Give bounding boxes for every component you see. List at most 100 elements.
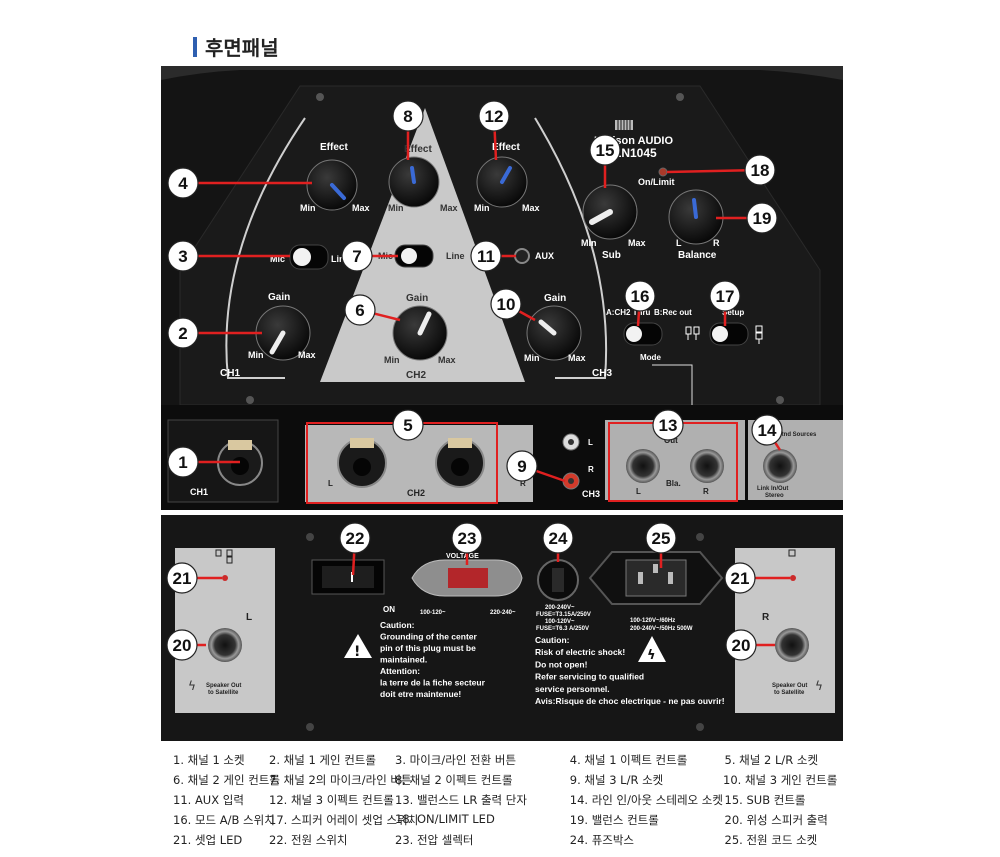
- legend-item: 10. 채널 3 게인 컨트롤: [723, 772, 837, 788]
- legend-item: 23. 전압 셀렉터: [395, 832, 474, 848]
- ch3-rca-jack-r[interactable]: [563, 473, 579, 489]
- callout-number: 23: [458, 529, 477, 548]
- ch3-gain-min: Min: [524, 353, 540, 363]
- rca-l-label: L: [588, 438, 593, 447]
- left-channel-label: L: [246, 612, 252, 623]
- screw: [316, 93, 324, 101]
- ch3-effect-max: Max: [522, 203, 540, 213]
- ch2-line-label: Line: [446, 251, 465, 261]
- caution-line: Caution:: [380, 620, 415, 630]
- legend-item: 5. 채널 2 L/R 소켓: [725, 752, 819, 768]
- ch2-combo-jack-r[interactable]: [436, 438, 484, 487]
- svg-text:!: !: [354, 644, 360, 660]
- fuse-box[interactable]: [538, 560, 578, 600]
- callout-number: 10: [497, 295, 516, 314]
- screw: [246, 396, 254, 404]
- caution-line: pin of this plug must be: [380, 643, 476, 653]
- callout-number: 14: [758, 421, 777, 440]
- brand-logo-icon: [615, 120, 633, 130]
- left-lightning-icon: ϟ: [188, 679, 196, 693]
- balance-r: R: [713, 238, 720, 248]
- legend-item: 21. 셋업 LED: [173, 832, 242, 848]
- ch2-label: CH2: [406, 370, 426, 381]
- legend-item: 4. 채널 1 이펙트 컨트롤: [570, 752, 688, 768]
- callout-number: 8: [403, 107, 412, 126]
- ch2-gain-knob[interactable]: [393, 306, 447, 360]
- ch2-effect-min: Min: [388, 203, 404, 213]
- left-satellite-jack[interactable]: [208, 628, 242, 662]
- ch1-gain-min: Min: [248, 350, 264, 360]
- fuse-line-1: 200-240V~: [545, 605, 575, 611]
- jack-ch3-label: CH3: [582, 489, 600, 499]
- power-cord-socket[interactable]: [590, 552, 722, 604]
- rear-panel-diagram: Effect Effect Effect Min Max Min Max Min…: [0, 0, 1000, 745]
- ch1-effect-max: Max: [352, 203, 370, 213]
- screw: [306, 533, 314, 541]
- link-stereo-jack[interactable]: [763, 449, 797, 483]
- callout-number: 19: [753, 209, 772, 228]
- power-rating-2: 200-240V~/50Hz 500W: [630, 626, 693, 632]
- out-r-label: R: [703, 487, 709, 496]
- jack-ch2-l: L: [328, 479, 333, 488]
- legend-item: 12. 채널 3 이펙트 컨트롤: [269, 792, 394, 808]
- fuse-line-4: FUSE=T6.3 A/250V: [536, 626, 589, 632]
- fuse-line-2: FUSE=T3.15A/250V: [536, 612, 591, 618]
- balance-label: Balance: [678, 250, 717, 261]
- callout-number: 24: [549, 529, 568, 548]
- ch2-effect-knob[interactable]: [389, 157, 439, 207]
- aux-input-jack[interactable]: [515, 249, 529, 263]
- legend-item: 9. 채널 3 L/R 소켓: [570, 772, 664, 788]
- ch1-mic-line-switch[interactable]: [290, 245, 328, 269]
- callout-number: 9: [517, 457, 526, 476]
- legend-item: 7. 채널 2의 마이크/라인 버튼: [269, 772, 412, 788]
- ch2-mic-line-switch[interactable]: [395, 245, 433, 267]
- callout-number: 4: [178, 174, 188, 193]
- caution-line: Attention:: [380, 666, 420, 676]
- right-to-satellite-label: to Satellite: [774, 690, 805, 696]
- ch3-effect-knob[interactable]: [477, 157, 527, 207]
- caution-line: la terre de la fiche secteur: [380, 678, 486, 688]
- mode-label: Mode: [640, 353, 661, 362]
- legend-item: 1. 채널 1 소켓: [173, 752, 245, 768]
- callout-number: 17: [716, 287, 735, 306]
- ch3-gain-max: Max: [568, 353, 586, 363]
- caution-line: Avis:Risque de choc electrique - ne pas …: [535, 696, 725, 706]
- callout-number: 16: [631, 287, 650, 306]
- legend-row: 21. 셋업 LED22. 전원 스위치23. 전압 셀렉터24. 퓨즈박스25…: [173, 832, 973, 852]
- right-channel-label: R: [762, 612, 770, 623]
- callout-number: 15: [596, 141, 615, 160]
- caution-line: Do not open!: [535, 659, 588, 669]
- balanced-out-jack-r[interactable]: [690, 449, 724, 483]
- on-limit-label: On/Limit: [638, 177, 675, 187]
- balance-knob[interactable]: [669, 190, 723, 244]
- legend-item: 15. SUB 컨트롤: [725, 792, 806, 808]
- ch3-rca-jack-l[interactable]: [563, 434, 579, 450]
- sub-knob[interactable]: [583, 185, 637, 239]
- legend-item: 3. 마이크/라인 전환 버튼: [395, 752, 516, 768]
- callout-number: 1: [178, 453, 187, 472]
- left-to-satellite-label: to Satellite: [208, 690, 239, 696]
- ch2-gain-max: Max: [438, 355, 456, 365]
- power-switch[interactable]: [312, 560, 384, 594]
- fuse-line-3: 100-120V~: [545, 619, 575, 625]
- mode-ab-switch[interactable]: [624, 323, 662, 345]
- callout-number: 7: [352, 247, 361, 266]
- ch2-combo-jack-l[interactable]: [338, 438, 386, 487]
- ch3-gain-knob[interactable]: [527, 306, 581, 360]
- balanced-out-jack-l[interactable]: [626, 449, 660, 483]
- ch2-gain-min: Min: [384, 355, 400, 365]
- ch1-effect-min: Min: [300, 203, 316, 213]
- callout-5: 5: [393, 410, 423, 440]
- voltage-selector[interactable]: [412, 560, 522, 596]
- ch2-gain-label: Gain: [406, 293, 428, 304]
- callout-number: 2: [178, 324, 187, 343]
- legend-item: 11. AUX 입력: [173, 792, 244, 808]
- left-speaker-out-label: Speaker Out: [206, 683, 241, 689]
- setup-switch[interactable]: [710, 323, 748, 345]
- legend: 1. 채널 1 소켓2. 채널 1 게인 컨트롤3. 마이크/라인 전환 버튼4…: [173, 752, 973, 852]
- screw: [306, 723, 314, 731]
- on-label: ON: [383, 605, 395, 614]
- power-rating-1: 100-120V~/60Hz: [630, 618, 675, 624]
- callout-number: 21: [731, 569, 750, 588]
- right-satellite-jack[interactable]: [775, 628, 809, 662]
